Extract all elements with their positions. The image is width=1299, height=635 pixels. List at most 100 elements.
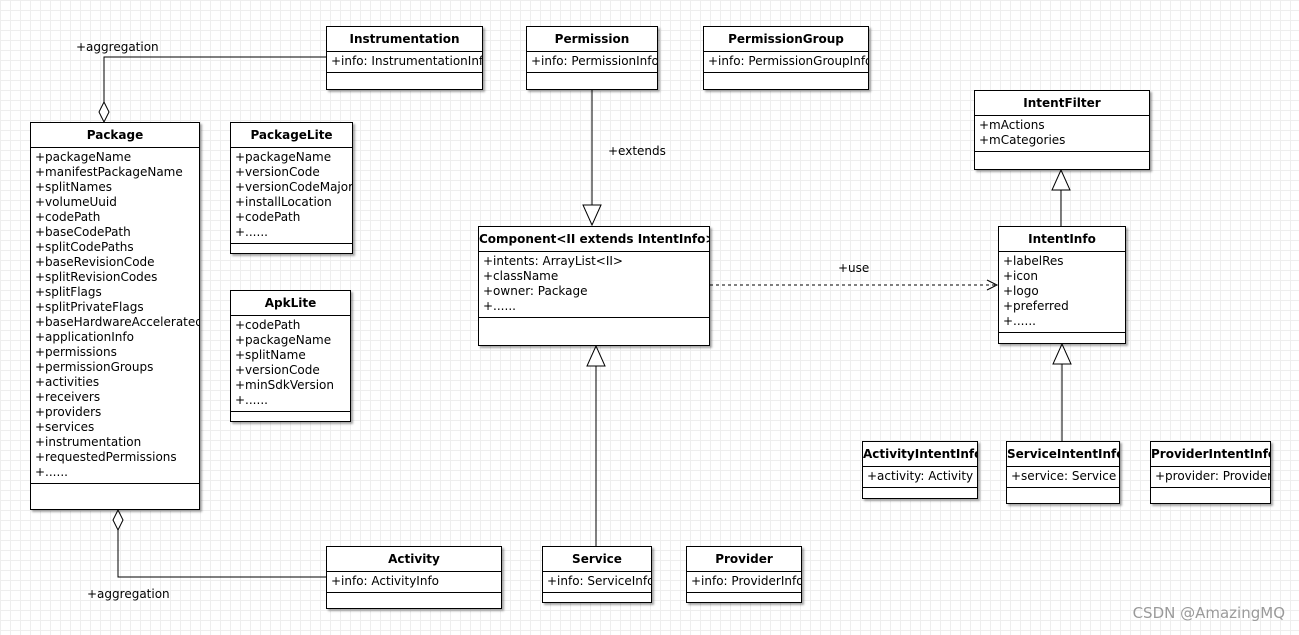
class-name: Activity bbox=[327, 547, 501, 572]
class-name: Provider bbox=[687, 547, 801, 572]
class-package[interactable]: Package +packageName +manifestPackageNam… bbox=[30, 122, 200, 510]
watermark: CSDN @AmazingMQ bbox=[1132, 604, 1285, 622]
attribute-list: +info: ProviderInfo bbox=[687, 572, 801, 593]
attribute: +preferred bbox=[1003, 299, 1069, 313]
class-permission[interactable]: Permission +info: PermissionInfo bbox=[526, 26, 658, 90]
class-name: Instrumentation bbox=[327, 27, 482, 52]
attribute: +applicationInfo bbox=[35, 330, 134, 344]
class-name: IntentInfo bbox=[999, 227, 1125, 252]
attribute: +codePath bbox=[235, 318, 301, 332]
class-name: ServiceIntentInfo bbox=[1007, 442, 1119, 467]
attribute: +labelRes bbox=[1003, 254, 1064, 268]
attribute: +splitPrivateFlags bbox=[35, 300, 144, 314]
attribute: +codePath bbox=[35, 210, 101, 224]
class-instrumentation[interactable]: Instrumentation +info: InstrumentationIn… bbox=[326, 26, 483, 90]
extends-arrow-serviceintentinfo bbox=[1052, 342, 1072, 365]
attribute: +mCategories bbox=[979, 133, 1066, 147]
attribute: +...... bbox=[483, 299, 516, 313]
attribute: +mActions bbox=[979, 118, 1045, 132]
aggregation-line-instrumentation bbox=[103, 56, 326, 102]
attribute: +provider: Provider bbox=[1155, 469, 1270, 483]
attribute: +baseRevisionCode bbox=[35, 255, 155, 269]
use-dependency-arrow bbox=[986, 279, 999, 291]
aggregation-label-bottom: +aggregation bbox=[87, 587, 170, 601]
attribute: +packageName bbox=[35, 150, 132, 164]
class-name: ApkLite bbox=[231, 291, 350, 316]
attribute: +installLocation bbox=[235, 195, 332, 209]
attribute: +...... bbox=[235, 393, 268, 407]
class-apk-lite[interactable]: ApkLite +codePath +packageName +splitNam… bbox=[230, 290, 351, 422]
attribute: +className bbox=[483, 269, 559, 283]
attribute: +volumeUuid bbox=[35, 195, 117, 209]
use-label: +use bbox=[838, 261, 870, 275]
attribute-list: +packageName +versionCode +versionCodeMa… bbox=[231, 148, 352, 244]
attribute: +splitName bbox=[235, 348, 306, 362]
class-name: Permission bbox=[527, 27, 657, 52]
attribute: +baseHardwareAccelerated bbox=[35, 315, 199, 329]
attribute: +...... bbox=[1003, 314, 1036, 328]
attribute: +info: PermissionGroupInfo bbox=[708, 54, 868, 68]
attribute: +...... bbox=[235, 225, 268, 239]
attribute: +receivers bbox=[35, 390, 101, 404]
class-package-lite[interactable]: PackageLite +packageName +versionCode +v… bbox=[230, 122, 353, 254]
class-provider-intent-info[interactable]: ProviderIntentInfo +provider: Provider bbox=[1150, 441, 1271, 504]
attribute-list: +info: ServiceInfo bbox=[543, 572, 651, 593]
attribute-list: +info: InstrumentationInfo bbox=[327, 52, 482, 73]
attribute: +info: ServiceInfo bbox=[547, 574, 651, 588]
attribute: +activities bbox=[35, 375, 100, 389]
attribute: +instrumentation bbox=[35, 435, 142, 449]
class-activity[interactable]: Activity +info: ActivityInfo bbox=[326, 546, 502, 609]
attribute: +splitRevisionCodes bbox=[35, 270, 158, 284]
attribute: +splitFlags bbox=[35, 285, 102, 299]
class-name: ProviderIntentInfo bbox=[1151, 442, 1270, 467]
class-service-intent-info[interactable]: ServiceIntentInfo +service: Service bbox=[1006, 441, 1120, 504]
attribute: +splitCodePaths bbox=[35, 240, 134, 254]
attribute: +service: Service bbox=[1011, 469, 1117, 483]
attribute: +packageName bbox=[235, 333, 332, 347]
attribute: +minSdkVersion bbox=[235, 378, 334, 392]
attribute: +info: InstrumentationInfo bbox=[331, 54, 482, 68]
attribute-list: +provider: Provider bbox=[1151, 467, 1270, 488]
attribute: +activity: Activity bbox=[867, 469, 974, 483]
attribute: +info: ProviderInfo bbox=[691, 574, 801, 588]
attribute-list: +codePath +packageName +splitName +versi… bbox=[231, 316, 350, 412]
attribute: +permissionGroups bbox=[35, 360, 154, 374]
extends-label: +extends bbox=[608, 144, 666, 158]
attribute: +providers bbox=[35, 405, 102, 419]
attribute-list: +labelRes +icon +logo +preferred +...... bbox=[999, 252, 1125, 333]
class-name: Component<II extends IntentInfo> bbox=[479, 227, 709, 252]
attribute: +owner: Package bbox=[483, 284, 588, 298]
class-intent-info[interactable]: IntentInfo +labelRes +icon +logo +prefer… bbox=[998, 226, 1126, 344]
attribute-list: +activity: Activity bbox=[863, 467, 977, 488]
attribute: +intents: ArrayList<II> bbox=[483, 254, 623, 268]
extends-arrow-permission bbox=[582, 204, 602, 227]
class-name: ActivityIntentInfo bbox=[863, 442, 977, 467]
class-name: PackageLite bbox=[231, 123, 352, 148]
attribute-list: +service: Service bbox=[1007, 467, 1119, 488]
attribute: +permissions bbox=[35, 345, 117, 359]
attribute: +packageName bbox=[235, 150, 332, 164]
attribute: +versionCode bbox=[235, 363, 320, 377]
attribute: +info: PermissionInfo bbox=[531, 54, 657, 68]
class-activity-intent-info[interactable]: ActivityIntentInfo +activity: Activity bbox=[862, 441, 978, 499]
class-name: IntentFilter bbox=[975, 91, 1149, 116]
attribute: +requestedPermissions bbox=[35, 450, 177, 464]
attribute-list: +mActions +mCategories bbox=[975, 116, 1149, 152]
aggregation-diamond-bottom bbox=[112, 508, 124, 532]
attribute-list: +intents: ArrayList<II> +className +owne… bbox=[479, 252, 709, 318]
attribute: +splitNames bbox=[35, 180, 112, 194]
extends-arrow-intentinfo bbox=[1051, 168, 1071, 191]
attribute: +services bbox=[35, 420, 95, 434]
attribute: +logo bbox=[1003, 284, 1039, 298]
attribute-list: +info: ActivityInfo bbox=[327, 572, 501, 593]
class-permission-group[interactable]: PermissionGroup +info: PermissionGroupIn… bbox=[703, 26, 869, 90]
class-service[interactable]: Service +info: ServiceInfo bbox=[542, 546, 652, 603]
attribute: +baseCodePath bbox=[35, 225, 131, 239]
attribute-list: +packageName +manifestPackageName +split… bbox=[31, 148, 199, 484]
class-component[interactable]: Component<II extends IntentInfo> +intent… bbox=[478, 226, 710, 346]
attribute-list: +info: PermissionGroupInfo bbox=[704, 52, 868, 73]
class-provider[interactable]: Provider +info: ProviderInfo bbox=[686, 546, 802, 603]
class-intent-filter[interactable]: IntentFilter +mActions +mCategories bbox=[974, 90, 1150, 170]
aggregation-diamond-top bbox=[98, 100, 110, 124]
